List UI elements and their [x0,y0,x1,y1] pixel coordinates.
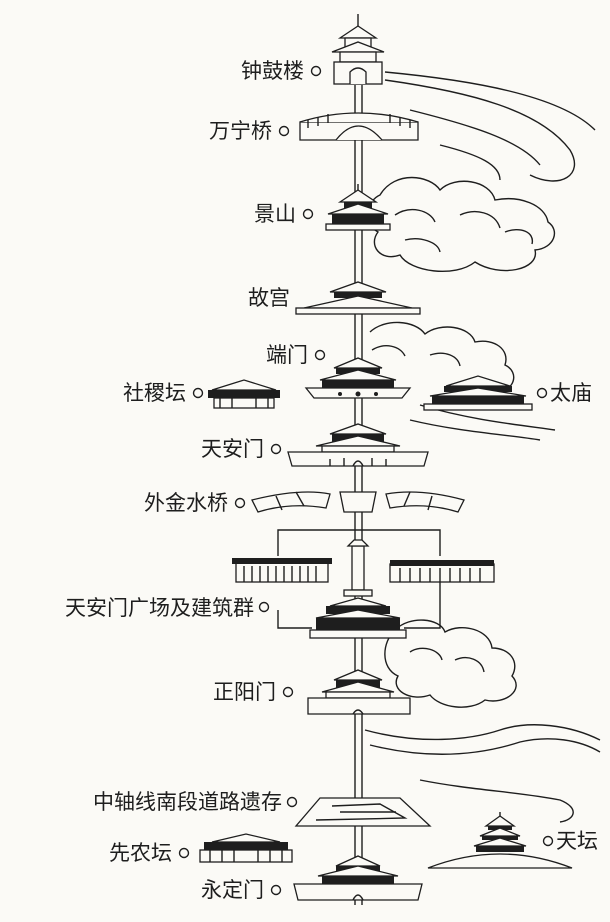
xiannongtan-drawing [199,833,293,863]
marker-dot [310,65,322,77]
outer-jinshui-bridge-drawing [251,491,465,513]
svg-text:先农坛: 先农坛 [109,841,172,865]
svg-text:景山: 景山 [254,202,296,226]
svg-text:太庙: 太庙 [550,381,592,405]
label-shejitan: 社稷坛 [123,381,204,405]
label-outer-jinshui-bridge: 外金水桥 [144,491,246,515]
label-jingshan: 景山 [254,202,314,226]
taimiao-drawing [423,375,533,411]
label-yongdingmen: 永定门 [201,878,282,902]
svg-text:永定门: 永定门 [201,878,264,902]
svg-text:天安门: 天安门 [201,437,264,461]
svg-text:外金水桥: 外金水桥 [144,491,228,515]
forbidden-city-hall-drawing [295,281,421,315]
marker-dot [192,387,204,399]
bell-drum-tower-drawing [331,14,385,85]
label-xiannongtan: 先农坛 [109,841,190,865]
tiananmen-gate-drawing [287,423,429,467]
svg-text:中轴线南段道路遗存: 中轴线南段道路遗存 [93,790,282,814]
marker-dot [536,387,548,399]
yongdingmen-gate-drawing [293,855,423,901]
marker-dot [258,601,270,613]
marker-dot [314,349,326,361]
label-wanning-bridge: 万宁桥 [209,119,290,143]
marker-dot [302,208,314,220]
label-tiantan: 天坛 [542,829,598,853]
tiantan-drawing [427,812,573,869]
label-south-road-remains: 中轴线南段道路遗存 [93,790,298,814]
svg-text:故宫: 故宫 [248,286,290,310]
tiananmen-square-drawing [232,529,495,639]
marker-dot [282,686,294,698]
svg-text:端门: 端门 [266,343,308,367]
cloud-ribbon-decoration [364,71,601,823]
marker-dot [542,835,554,847]
svg-text:万宁桥: 万宁桥 [209,119,272,143]
marker-dot [286,796,298,808]
marker-dot [270,443,282,455]
label-taimiao: 太庙 [536,381,592,405]
svg-text:天坛: 天坛 [556,829,598,853]
marker-dot [234,497,246,509]
label-zhengyangmen: 正阳门 [213,680,294,704]
marker-dot [178,847,190,859]
marker-dot [278,125,290,137]
svg-text:正阳门: 正阳门 [213,680,276,704]
svg-text:天安门广场及建筑群: 天安门广场及建筑群 [65,596,254,620]
label-tiananmen-square: 天安门广场及建筑群 [65,596,270,620]
svg-text:社稷坛: 社稷坛 [123,381,186,405]
jingshan-pavilion-drawing [325,184,391,231]
zhengyangmen-gate-drawing [307,669,411,715]
shejitan-drawing [208,379,280,409]
south-road-remains-drawing [294,797,432,827]
duanmen-gate-drawing [304,357,412,399]
label-duanmen: 端门 [266,343,326,367]
wanning-bridge-drawing [299,112,419,141]
marker-dot [270,884,282,896]
label-tiananmen: 天安门 [201,437,282,461]
label-bell-drum-tower: 钟鼓楼 [241,59,322,83]
label-forbidden-city: 故宫 [248,286,290,310]
label-text: 钟鼓楼 [241,59,304,83]
